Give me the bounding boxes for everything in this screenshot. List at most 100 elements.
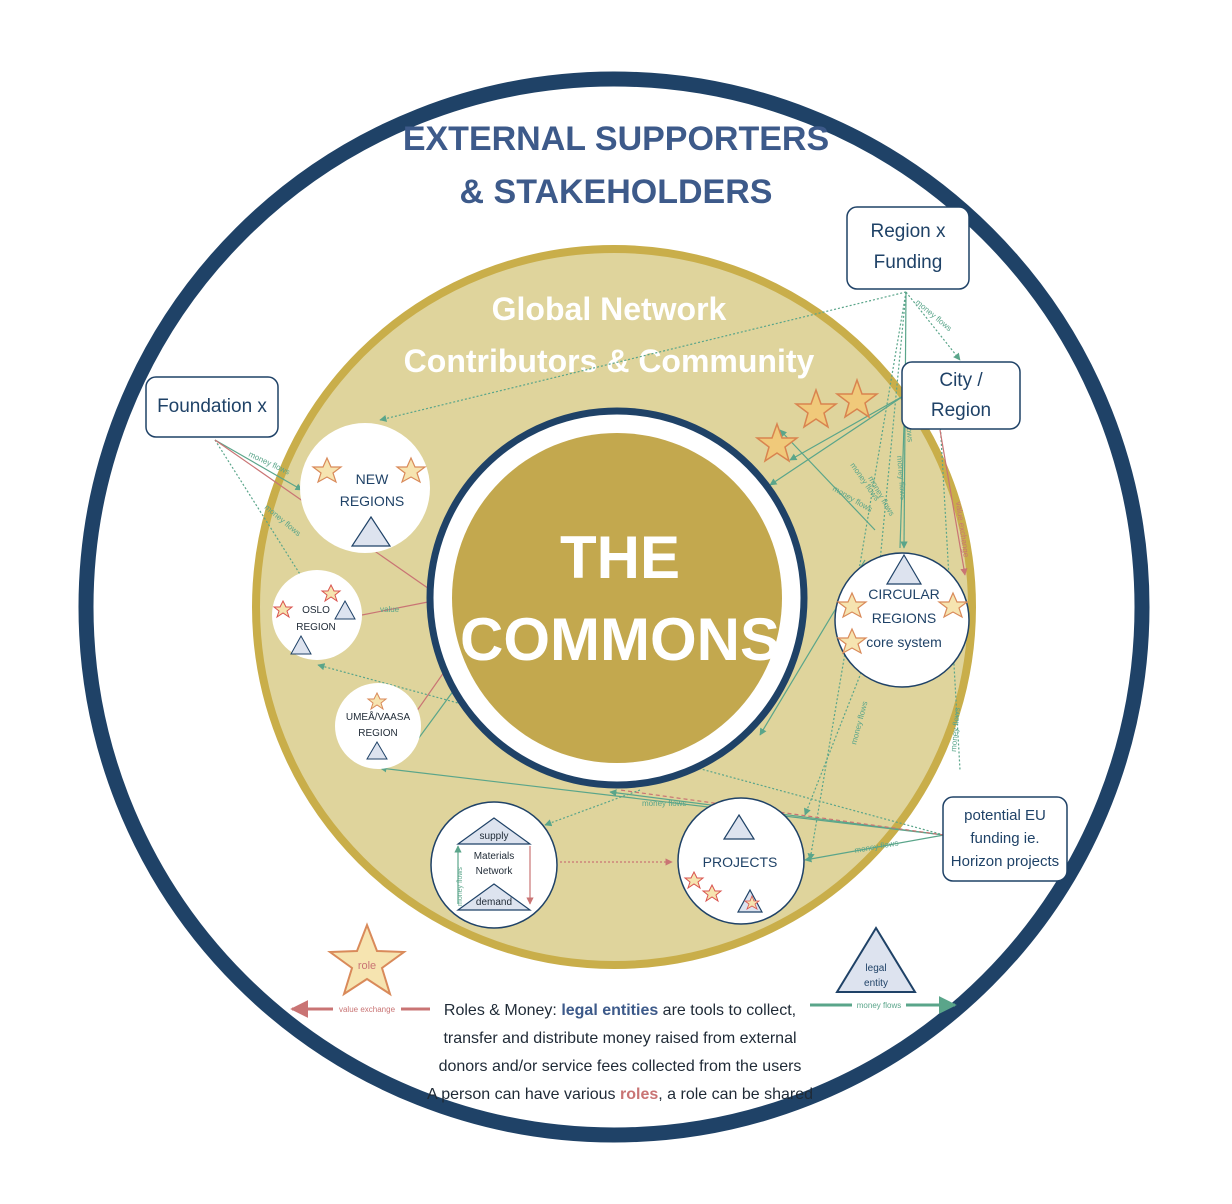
role-star-icon bbox=[366, 691, 388, 711]
money-flow-line bbox=[939, 419, 961, 771]
legend-role-label: role bbox=[358, 960, 376, 972]
floating-stars bbox=[754, 377, 880, 463]
money-flow-label: money flows bbox=[457, 867, 464, 906]
demand-triangle-icon bbox=[456, 883, 532, 911]
money-flow-line bbox=[804, 834, 945, 863]
circular-label-line1: CIRCULAR bbox=[868, 586, 940, 602]
eu-funding-box bbox=[942, 796, 1068, 882]
node-umea-vaasa-region[interactable]: UMEÅ/VAASA REGION bbox=[335, 683, 421, 769]
node-materials-network[interactable]: supply Materials Network demand money fl… bbox=[430, 801, 558, 929]
node-projects[interactable]: PROJECTS bbox=[677, 797, 805, 925]
legend-legal-entity-line1: legal bbox=[865, 963, 886, 974]
region-funding-line2: Funding bbox=[874, 252, 943, 273]
box-region-funding[interactable]: Region x Funding bbox=[846, 206, 970, 290]
circular-label-line2: REGIONS bbox=[872, 610, 937, 626]
city-region-line2: Region bbox=[931, 400, 991, 421]
new-regions-label-line2: REGIONS bbox=[340, 493, 405, 509]
region-funding-box bbox=[846, 206, 970, 290]
role-star-icon bbox=[836, 591, 868, 619]
legal-entity-triangle-icon bbox=[366, 741, 388, 760]
external-title-line2: & STAKEHOLDERS bbox=[460, 173, 773, 211]
projects-label: PROJECTS bbox=[703, 854, 778, 870]
money-flow-line bbox=[379, 765, 945, 836]
box-foundation[interactable]: Foundation x bbox=[145, 376, 279, 438]
legend-text-line2: transfer and distribute money raised fro… bbox=[443, 1030, 796, 1047]
materials-circle bbox=[430, 801, 558, 929]
legal-entity-triangle-icon bbox=[722, 813, 756, 840]
foundation-label: Foundation x bbox=[157, 396, 267, 417]
legend-value-exchange-label: value exchange bbox=[339, 1005, 396, 1014]
money-flow-line bbox=[769, 394, 906, 486]
commons-title-line1: THE bbox=[560, 524, 680, 591]
node-circular-regions[interactable]: CIRCULAR REGIONS core system bbox=[834, 552, 970, 688]
supply-label: supply bbox=[480, 831, 509, 842]
money-flow-line bbox=[544, 789, 641, 827]
oslo-label-line1: OSLO bbox=[302, 605, 330, 616]
money-flow-line bbox=[804, 649, 871, 816]
oslo-label-line2: REGION bbox=[296, 622, 335, 633]
demand-label: demand bbox=[476, 897, 512, 908]
role-star-icon bbox=[793, 387, 839, 429]
city-region-line1: City / bbox=[939, 370, 983, 391]
money-flow-line bbox=[789, 394, 906, 461]
money-flow-label: money flows bbox=[895, 455, 908, 500]
eu-funding-line3: Horizon projects bbox=[951, 853, 1059, 870]
ring-title-line2: Contributors & Community bbox=[404, 343, 815, 379]
legend-text-line4: A person can have various roles, a role … bbox=[427, 1086, 813, 1103]
legal-entity-triangle-icon bbox=[885, 553, 923, 585]
role-star-icon bbox=[937, 591, 969, 619]
legend-text-line3: donors and/or service fees collected fro… bbox=[439, 1058, 802, 1075]
foundation-box bbox=[145, 376, 279, 438]
legend-role-star-icon bbox=[327, 922, 407, 997]
role-star-icon bbox=[836, 627, 868, 655]
materials-label-line1: Materials bbox=[474, 851, 515, 862]
value-flow-line bbox=[361, 597, 439, 616]
materials-label-line2: Network bbox=[476, 866, 514, 877]
money-flow-label: money flows bbox=[949, 707, 962, 752]
node-oslo-region[interactable]: OSLO REGION bbox=[272, 570, 362, 660]
legend: role legal entity value exchange money f… bbox=[290, 922, 957, 1103]
commons-title-line2: COMMONS bbox=[460, 606, 780, 673]
new-regions-circle bbox=[300, 423, 430, 553]
legal-entity-triangle-icon bbox=[350, 515, 392, 547]
umea-label-line2: REGION bbox=[358, 728, 397, 739]
legal-entity-triangle-icon bbox=[334, 599, 356, 620]
role-star-icon bbox=[743, 894, 761, 910]
commons-core[interactable] bbox=[452, 433, 782, 763]
money-flow-label: money flows bbox=[642, 799, 686, 808]
role-star-icon bbox=[395, 456, 427, 484]
city-region-box bbox=[901, 361, 1021, 430]
value-flow-label: value bbox=[380, 605, 400, 614]
role-star-icon bbox=[320, 583, 342, 603]
legend-label-bg bbox=[333, 1003, 401, 1015]
box-city-region[interactable]: City / Region bbox=[901, 361, 1021, 430]
role-star-icon bbox=[754, 421, 800, 463]
umea-circle bbox=[335, 683, 421, 769]
ring-title-line1: Global Network bbox=[492, 291, 727, 327]
region-funding-line1: Region x bbox=[871, 221, 946, 242]
eu-funding-line2: funding ie. bbox=[970, 830, 1039, 847]
circular-label-line3: core system bbox=[866, 634, 941, 650]
role-star-icon bbox=[683, 870, 705, 890]
legend-label-bg bbox=[852, 999, 906, 1011]
eu-funding-line1: potential EU bbox=[964, 807, 1046, 824]
umea-label-line1: UMEÅ/VAASA bbox=[346, 710, 411, 723]
money-flow-line bbox=[905, 291, 961, 361]
role-star-icon bbox=[272, 599, 294, 619]
new-regions-label-line1: NEW bbox=[356, 471, 389, 487]
circular-regions-circle bbox=[834, 552, 970, 688]
legend-money-flows-label: money flows bbox=[857, 1001, 901, 1010]
node-new-regions[interactable]: NEW REGIONS bbox=[300, 423, 430, 553]
legal-entity-triangle-icon bbox=[290, 634, 312, 655]
box-eu-funding[interactable]: potential EU funding ie. Horizon project… bbox=[942, 796, 1068, 882]
value-flow-line bbox=[939, 429, 968, 576]
legend-text-line1: Roles & Money: legal entities are tools … bbox=[444, 1002, 796, 1019]
role-star-icon bbox=[701, 883, 723, 903]
external-title-line1: EXTERNAL SUPPORTERS bbox=[403, 120, 829, 158]
money-flow-line bbox=[779, 429, 876, 531]
role-star-icon bbox=[311, 456, 343, 484]
legend-legal-entity-triangle-icon bbox=[835, 926, 917, 993]
role-star-icon bbox=[834, 377, 880, 419]
oslo-circle bbox=[272, 570, 362, 660]
